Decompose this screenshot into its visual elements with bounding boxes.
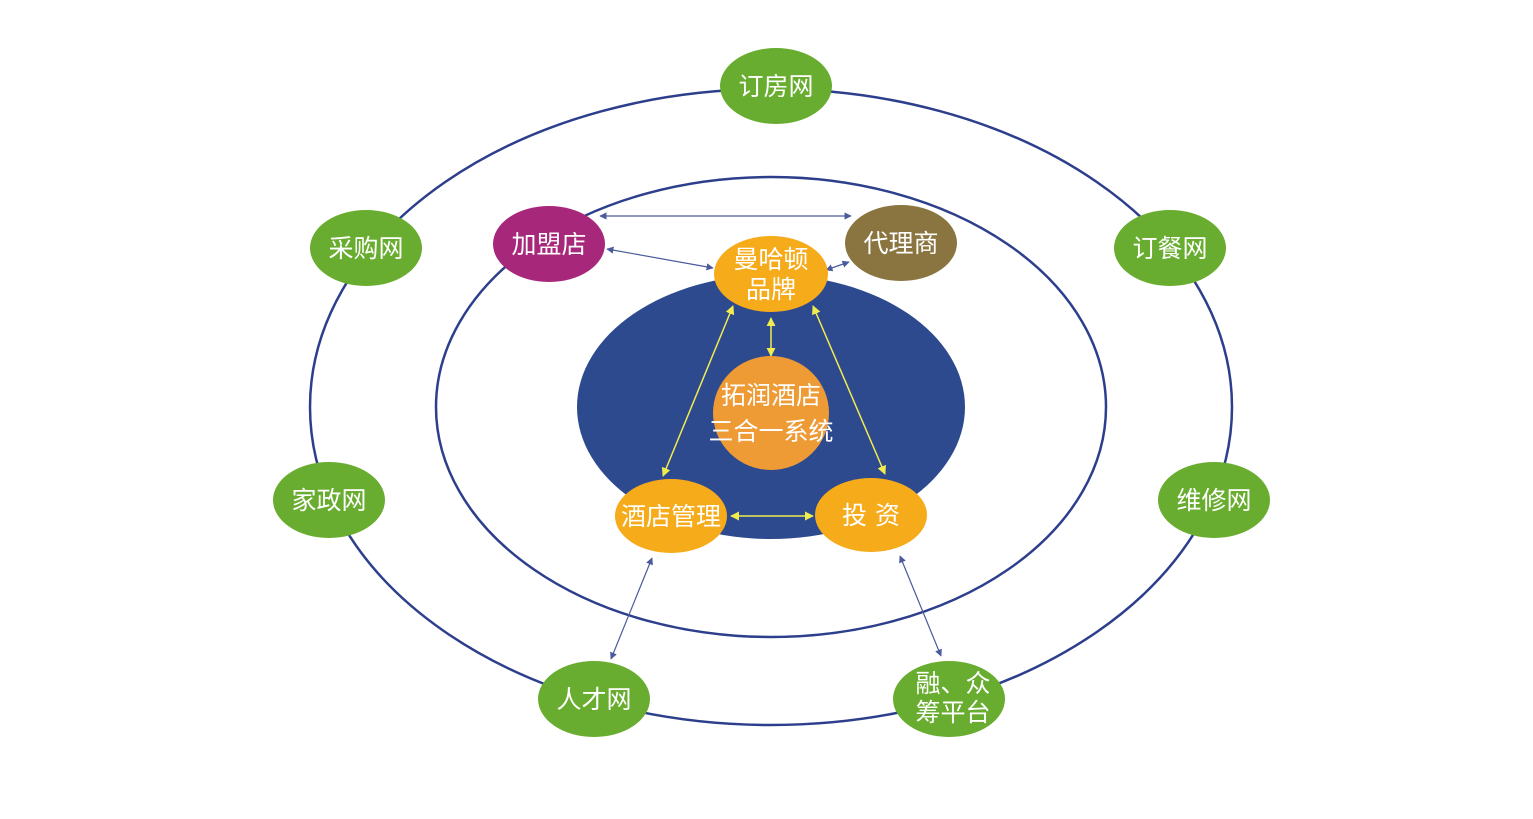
finance-label-line2: 筹平台 (915, 698, 990, 727)
franchise-node: 加盟店 (493, 206, 605, 282)
center-node: 拓润酒店 三合一系统 (708, 356, 834, 470)
arrow-hotel-management-talent (610, 557, 653, 660)
brand-node: 曼哈顿 品牌 (714, 236, 828, 312)
brand-label-line1: 曼哈顿 (733, 245, 808, 274)
talent-label: 人才网 (556, 685, 631, 714)
arrow-agent-brand (825, 260, 850, 272)
hotel-management-node: 酒店管理 (615, 479, 727, 553)
agent-node: 代理商 (845, 205, 957, 281)
arrow-investment-finance (899, 555, 942, 657)
franchise-label: 加盟店 (511, 230, 586, 259)
center-label-line2: 三合一系统 (708, 417, 833, 446)
catering-label: 订餐网 (1132, 234, 1207, 263)
finance-node: 融、众 筹平台 (893, 661, 1005, 737)
brand-label-line2: 品牌 (746, 275, 796, 304)
finance-label-line1: 融、众 (915, 669, 990, 698)
booking-node: 订房网 (720, 48, 832, 124)
hotel-management-label: 酒店管理 (621, 502, 721, 531)
arrow-brand-hotel-management (661, 305, 735, 477)
maintenance-label: 维修网 (1176, 486, 1251, 515)
procurement-label: 采购网 (328, 234, 403, 263)
arrow-franchise-brand (606, 246, 714, 271)
procurement-node: 采购网 (310, 210, 422, 286)
housekeeping-node: 家政网 (273, 462, 385, 538)
maintenance-node: 维修网 (1158, 462, 1270, 538)
investment-node: 投 资 (815, 478, 927, 552)
talent-node: 人才网 (538, 661, 650, 737)
investment-label: 投 资 (842, 501, 900, 530)
housekeeping-label: 家政网 (291, 486, 366, 515)
arrow-brand-investment (812, 305, 886, 475)
agent-label: 代理商 (863, 229, 938, 258)
catering-node: 订餐网 (1114, 210, 1226, 286)
center-label-line1: 拓润酒店 (721, 381, 821, 410)
middle-orbit (434, 175, 1108, 639)
booking-label: 订房网 (738, 72, 813, 101)
